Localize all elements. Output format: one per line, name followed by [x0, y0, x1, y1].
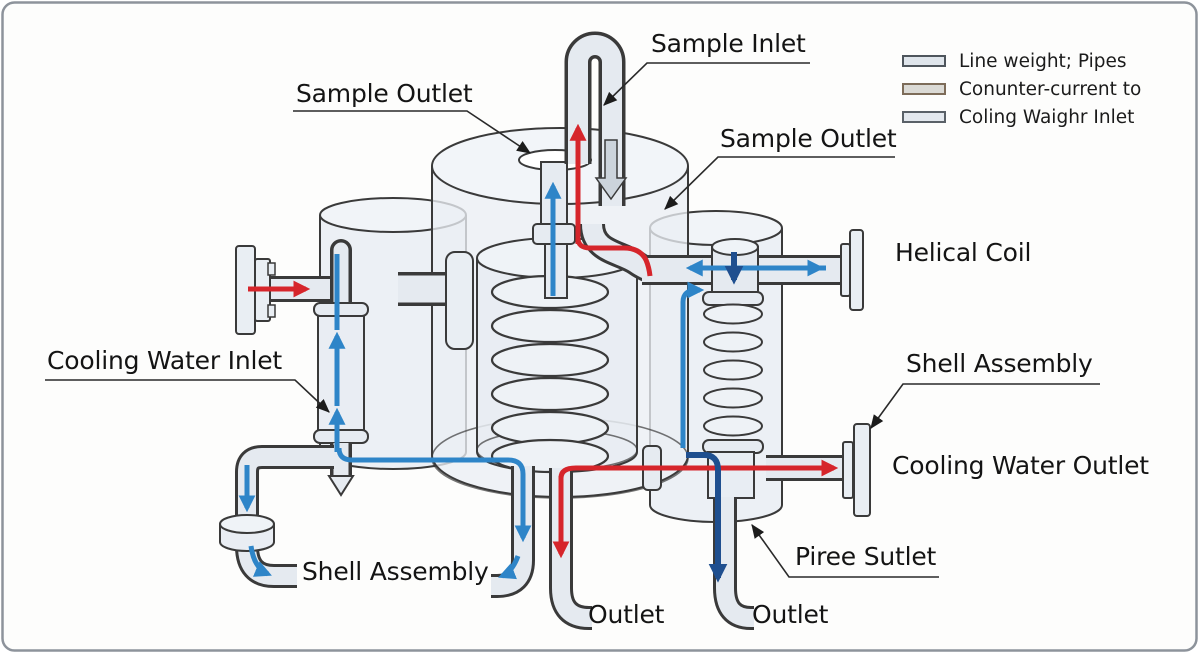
side-nozzle [398, 251, 474, 350]
sample-inlet-arrow-icon [594, 139, 628, 201]
label-shell-assembly-left: Shell Assembly [302, 557, 489, 586]
legend-label: Line weight; Pipes [959, 50, 1127, 72]
cooling-flow-arrows [238, 181, 826, 580]
counter-flow-arrows [686, 252, 744, 583]
outlet-pipe-shell [491, 466, 535, 598]
label-outlet-left: Outlet [588, 600, 665, 629]
hot-flow-arrows [248, 123, 839, 559]
label-sample-inlet: Sample Inlet [651, 29, 806, 58]
label-shell-assembly-right: Shell Assembly [906, 349, 1093, 378]
pipe-cooling-swatch-icon [902, 111, 946, 123]
label-cooling-water-outlet: Cooling Water Outlet [892, 451, 1149, 480]
label-sample-outlet-top: Sample Outlet [296, 79, 473, 108]
legend-label: Coling Waighr Inlet [959, 106, 1135, 128]
label-helical-coil: Helical Coil [895, 238, 1032, 267]
legend-item-counter-current: Conunter-current to [902, 75, 1141, 103]
pipe-counter-swatch-icon [902, 83, 946, 95]
legend-item-pipes: Line weight; Pipes [902, 47, 1141, 75]
u-tube-sample-inlet-pipe [564, 31, 628, 206]
outlet-pipe-right [713, 497, 754, 630]
legend: Line weight; Pipes Conunter-current to C… [902, 47, 1141, 131]
leader-lines [45, 62, 1100, 578]
legend-label: Conunter-current to [959, 78, 1142, 100]
helical-coil-flange [840, 229, 864, 311]
label-piree-sutlet: Piree Sutlet [795, 542, 937, 571]
legend-item-cooling-inlet: Coling Waighr Inlet [902, 103, 1141, 131]
pipe-sample-swatch-icon [902, 55, 946, 67]
outlet-pipe-left [549, 468, 592, 630]
label-sample-outlet-right: Sample Outlet [720, 124, 897, 153]
label-cooling-water-inlet: Cooling Water Inlet [47, 346, 282, 375]
label-outlet-right: Outlet [752, 600, 829, 629]
